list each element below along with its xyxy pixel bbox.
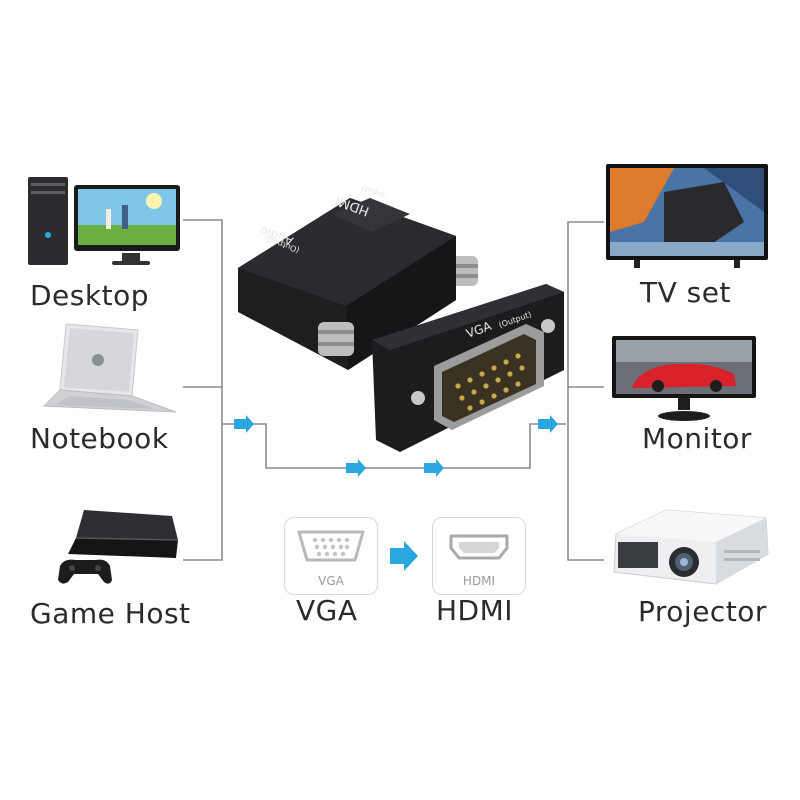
hdmi-input-subtext: (Input) [360, 183, 388, 201]
game-console-icon [58, 510, 179, 584]
input-label-desktop: Desktop [30, 279, 149, 312]
vga-hdmi-adapter-image: HDMI (Input) Audio (Output) VGA (Output) [238, 183, 564, 452]
tv-icon [606, 164, 768, 268]
vga-port-card: VGA [284, 517, 378, 595]
vga-port-icon [297, 530, 365, 562]
output-label-tv-set: TV set [640, 276, 731, 309]
hdmi-port-card: HDMI [432, 517, 526, 595]
wire-to-adapter [222, 423, 566, 469]
input-label-game-host: Game Host [30, 597, 191, 630]
arrow-icon [346, 459, 366, 477]
output-label-monitor: Monitor [642, 422, 752, 455]
arrow-icon [234, 415, 254, 433]
desktop-computer-icon [28, 177, 180, 265]
conversion-to-label: HDMI [436, 594, 514, 627]
vga-port-caption: VGA [318, 574, 344, 588]
input-label-notebook: Notebook [30, 422, 169, 455]
laptop-icon [42, 323, 177, 413]
conversion-arrow-icon [390, 541, 418, 571]
wire-right-bus [567, 221, 604, 561]
output-label-projector: Projector [638, 595, 767, 628]
hdmi-port-icon [449, 534, 509, 560]
arrow-icon [538, 415, 558, 433]
projector-icon [613, 509, 769, 585]
arrow-icon [424, 459, 444, 477]
monitor-icon [612, 336, 756, 421]
hdmi-port-caption: HDMI [462, 574, 496, 588]
wire-desktop [183, 219, 223, 561]
conversion-from-label: VGA [296, 594, 358, 627]
